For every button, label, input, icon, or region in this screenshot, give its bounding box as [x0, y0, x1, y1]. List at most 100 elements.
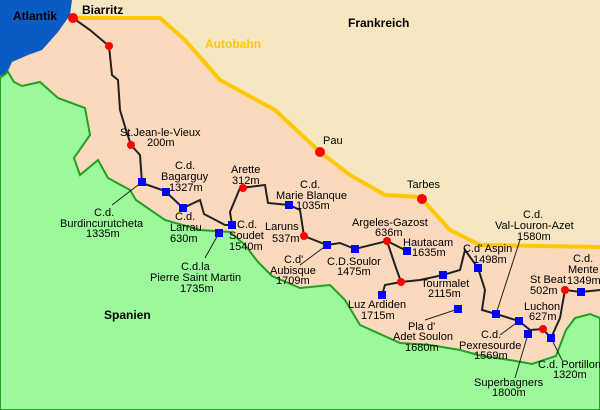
- label-frankreich: Frankreich: [348, 16, 409, 30]
- pass-label: Mente: [568, 264, 599, 276]
- pass-marker[interactable]: [228, 221, 236, 229]
- pass-label: Soudet: [229, 230, 264, 242]
- town-marker[interactable]: [105, 42, 113, 50]
- pass-label: C.d': [284, 254, 303, 266]
- city-laruns[interactable]: [300, 232, 308, 240]
- city-label: Laruns: [265, 221, 299, 233]
- pass-label: Bagarguy: [161, 171, 209, 183]
- pass-marker[interactable]: [547, 334, 555, 342]
- city-st-jean[interactable]: [127, 141, 135, 149]
- pass-marker[interactable]: [403, 247, 411, 255]
- city-label: 636m: [375, 227, 403, 239]
- passes: [138, 178, 585, 342]
- pass-marker[interactable]: [474, 264, 482, 272]
- city-label: 537m: [272, 233, 300, 245]
- pass-marker[interactable]: [439, 271, 447, 279]
- autobahn-road: [72, 16, 600, 249]
- pass-label: Pierre Saint Martin: [150, 272, 241, 284]
- city-label: Pau: [323, 135, 343, 147]
- pass-marker[interactable]: [285, 201, 293, 209]
- pass-label: C.d.: [300, 179, 320, 191]
- pass-label: 1349m: [567, 275, 600, 287]
- city-label: St Beat: [530, 274, 566, 286]
- label-autobahn: Autobahn: [205, 37, 261, 51]
- pass-label: C.d.: [94, 207, 114, 219]
- pass-marker[interactable]: [454, 305, 462, 313]
- city-luchon[interactable]: [539, 325, 547, 333]
- pass-marker[interactable]: [378, 291, 386, 299]
- city-label: 200m: [147, 137, 175, 149]
- pass-label: 1800m: [492, 387, 526, 399]
- pass-marker[interactable]: [524, 330, 532, 338]
- pass-label: 1035m: [296, 200, 330, 212]
- pass-label: C.d.: [237, 219, 257, 231]
- pass-label: C.d. Portillon: [538, 359, 600, 371]
- pass-label: Hautacam: [403, 237, 453, 249]
- city-tarbes[interactable]: [417, 194, 427, 204]
- pass-label: 1680m: [405, 342, 439, 354]
- city-label: Argeles-Gazost: [352, 217, 428, 229]
- pass-label: Val-Louron-Azet: [495, 220, 574, 232]
- pass-label: 1327m: [169, 182, 203, 194]
- city-label: 627m: [529, 311, 557, 323]
- pass-label: Tourmalet: [421, 278, 469, 290]
- pass-marker[interactable]: [515, 317, 523, 325]
- pass-label: Burdincurutcheta: [60, 218, 144, 230]
- city-pau[interactable]: [315, 147, 325, 157]
- town-marker[interactable]: [397, 278, 405, 286]
- pass-label: Aubisque: [270, 265, 316, 277]
- city-label: 312m: [232, 175, 260, 187]
- pass-label: C.d.la: [181, 261, 211, 273]
- pass-label: Pla d': [408, 321, 435, 333]
- pass-marker[interactable]: [162, 188, 170, 196]
- pass-label: 1320m: [553, 369, 587, 381]
- pass-marker[interactable]: [138, 178, 146, 186]
- city-label: 502m: [530, 285, 558, 297]
- cities: [68, 13, 569, 333]
- pass-label: 1580m: [517, 231, 551, 243]
- pass-label: 1569m: [474, 350, 508, 362]
- pass-label: Larrau: [170, 222, 202, 234]
- pass-label: Adet Soulon: [393, 331, 453, 343]
- pass-label: 1715m: [361, 310, 395, 322]
- sea-atlantik: [0, 0, 72, 76]
- pass-label: Pexresourde: [459, 340, 521, 352]
- pass-label: 2115m: [428, 288, 461, 300]
- pass-marker[interactable]: [577, 288, 585, 296]
- pass-label: C.d.: [573, 253, 593, 265]
- city-st-beat[interactable]: [561, 286, 569, 294]
- label-atlantik: Atlantik: [13, 9, 57, 23]
- pass-marker[interactable]: [492, 310, 500, 318]
- pass-label: 1735m: [180, 283, 214, 295]
- pass-label: C.d.: [175, 211, 195, 223]
- pass-label: 1498m: [473, 254, 507, 266]
- pass-label: Marie Blanque: [276, 190, 347, 202]
- pass-label: 630m: [170, 233, 198, 245]
- pass-label: Superbagners: [474, 377, 544, 389]
- city-biarritz[interactable]: [68, 13, 78, 23]
- pass-label: 1475m: [337, 266, 371, 278]
- pass-label: C.d' Aspin: [463, 243, 512, 255]
- pass-label: Luz Ardiden: [348, 299, 406, 311]
- city-label: Tarbes: [407, 179, 441, 191]
- pass-label: 1709m: [276, 275, 310, 287]
- pass-marker[interactable]: [215, 229, 223, 237]
- city-label: Luchon: [524, 301, 560, 313]
- pass-marker[interactable]: [323, 241, 331, 249]
- city-arette[interactable]: [239, 184, 247, 192]
- pass-marker[interactable]: [179, 204, 187, 212]
- city-label: Biarritz: [82, 3, 123, 17]
- pass-label: 1540m: [229, 241, 263, 253]
- city-label: St.Jean-le-Vieux: [120, 127, 201, 139]
- pass-label: C.D.Soulor: [327, 256, 381, 268]
- city-argeles[interactable]: [383, 237, 391, 245]
- pass-label: C.d.: [481, 329, 501, 341]
- pass-label: C.d.: [175, 160, 195, 172]
- label-spanien: Spanien: [104, 308, 151, 322]
- pass-label: 1335m: [86, 228, 120, 240]
- pass-label: 1635m: [412, 247, 446, 259]
- city-label: Arette: [231, 164, 260, 176]
- pass-marker[interactable]: [351, 245, 359, 253]
